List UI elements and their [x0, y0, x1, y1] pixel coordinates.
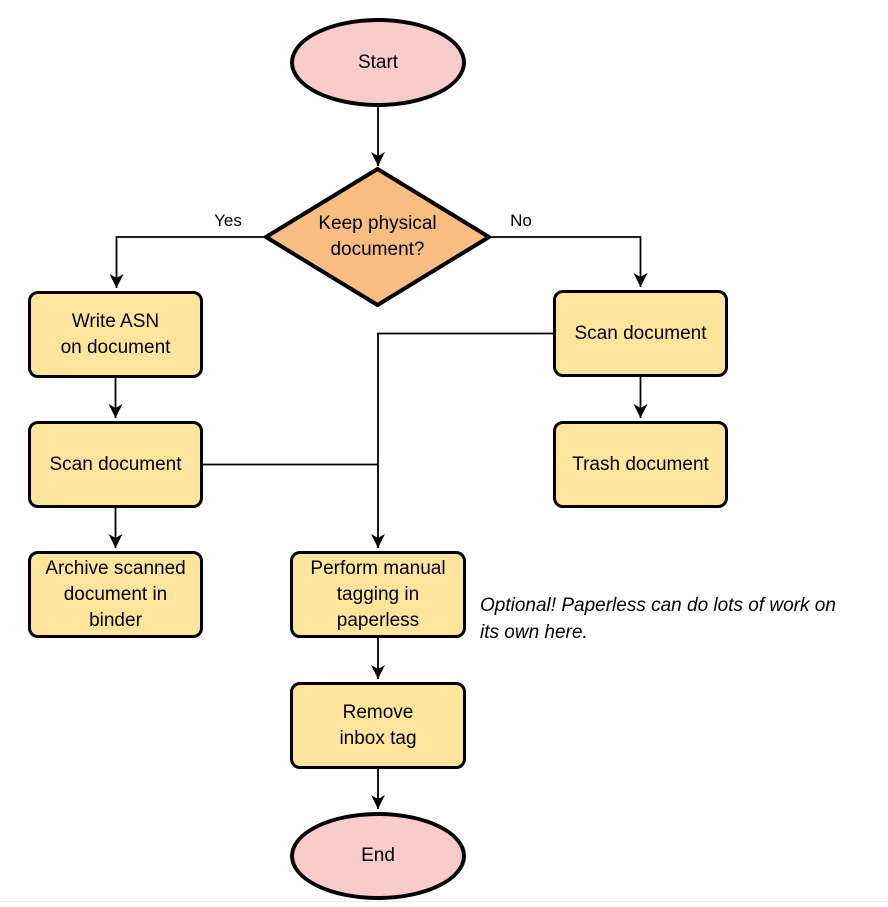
- edge-decision-no-to-scan-right: [489, 236, 648, 287]
- edge-label-no: No: [510, 211, 532, 230]
- edge-label-yes: Yes: [214, 211, 242, 230]
- bottom-divider: [0, 901, 888, 902]
- node-remove-inbox-tag: Remove inbox tag: [290, 682, 466, 769]
- node-archive-binder-label: Archive scanned document in binder: [45, 557, 186, 631]
- node-trash-document: Trash document: [553, 421, 728, 508]
- annotation-note: Optional! Paperless can do lots of work …: [480, 595, 836, 643]
- node-remove-inbox-tag-label: Remove inbox tag: [339, 701, 417, 749]
- node-start: Start: [290, 18, 466, 107]
- node-scan-document-left: Scan document: [28, 421, 203, 508]
- node-trash-document-label: Trash document: [572, 453, 709, 475]
- node-scan-document-left-label: Scan document: [49, 453, 182, 475]
- node-archive-binder: Archive scanned document in binder: [28, 551, 203, 638]
- node-scan-document-right-label: Scan document: [574, 322, 707, 344]
- node-write-asn-label: Write ASN on document: [60, 310, 171, 358]
- node-manual-tagging-label: Perform manual tagging in paperless: [310, 557, 446, 631]
- node-manual-tagging: Perform manual tagging in paperless: [290, 551, 466, 638]
- node-end: End: [290, 812, 466, 900]
- node-end-label: End: [361, 845, 395, 866]
- decision-diamond-shape: [264, 167, 491, 307]
- edge-scan-right-to-tagging: [371, 332, 553, 548]
- node-start-label: Start: [357, 51, 399, 73]
- node-write-asn: Write ASN on document: [28, 291, 203, 378]
- edge-decision-yes-to-write-asn: [109, 236, 266, 288]
- node-scan-document-right: Scan document: [553, 290, 728, 377]
- node-decision-keep-physical-label: Keep physical document?: [318, 213, 437, 260]
